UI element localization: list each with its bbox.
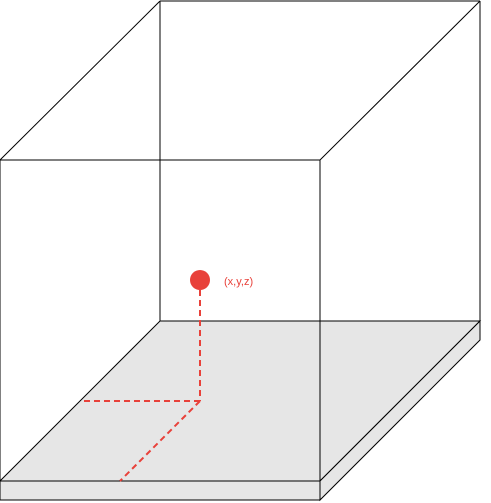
top-right-diagonal-edge [319,0,481,161]
point-label: (x,y,z) [224,276,253,288]
cube-front-edges [0,0,481,500]
point-projections [80,290,201,482]
floor-slab [0,319,482,502]
y-projection-line [119,400,201,482]
floor-front-face [0,480,321,501]
point-marker [190,270,210,290]
top-left-diagonal-edge [0,0,161,161]
